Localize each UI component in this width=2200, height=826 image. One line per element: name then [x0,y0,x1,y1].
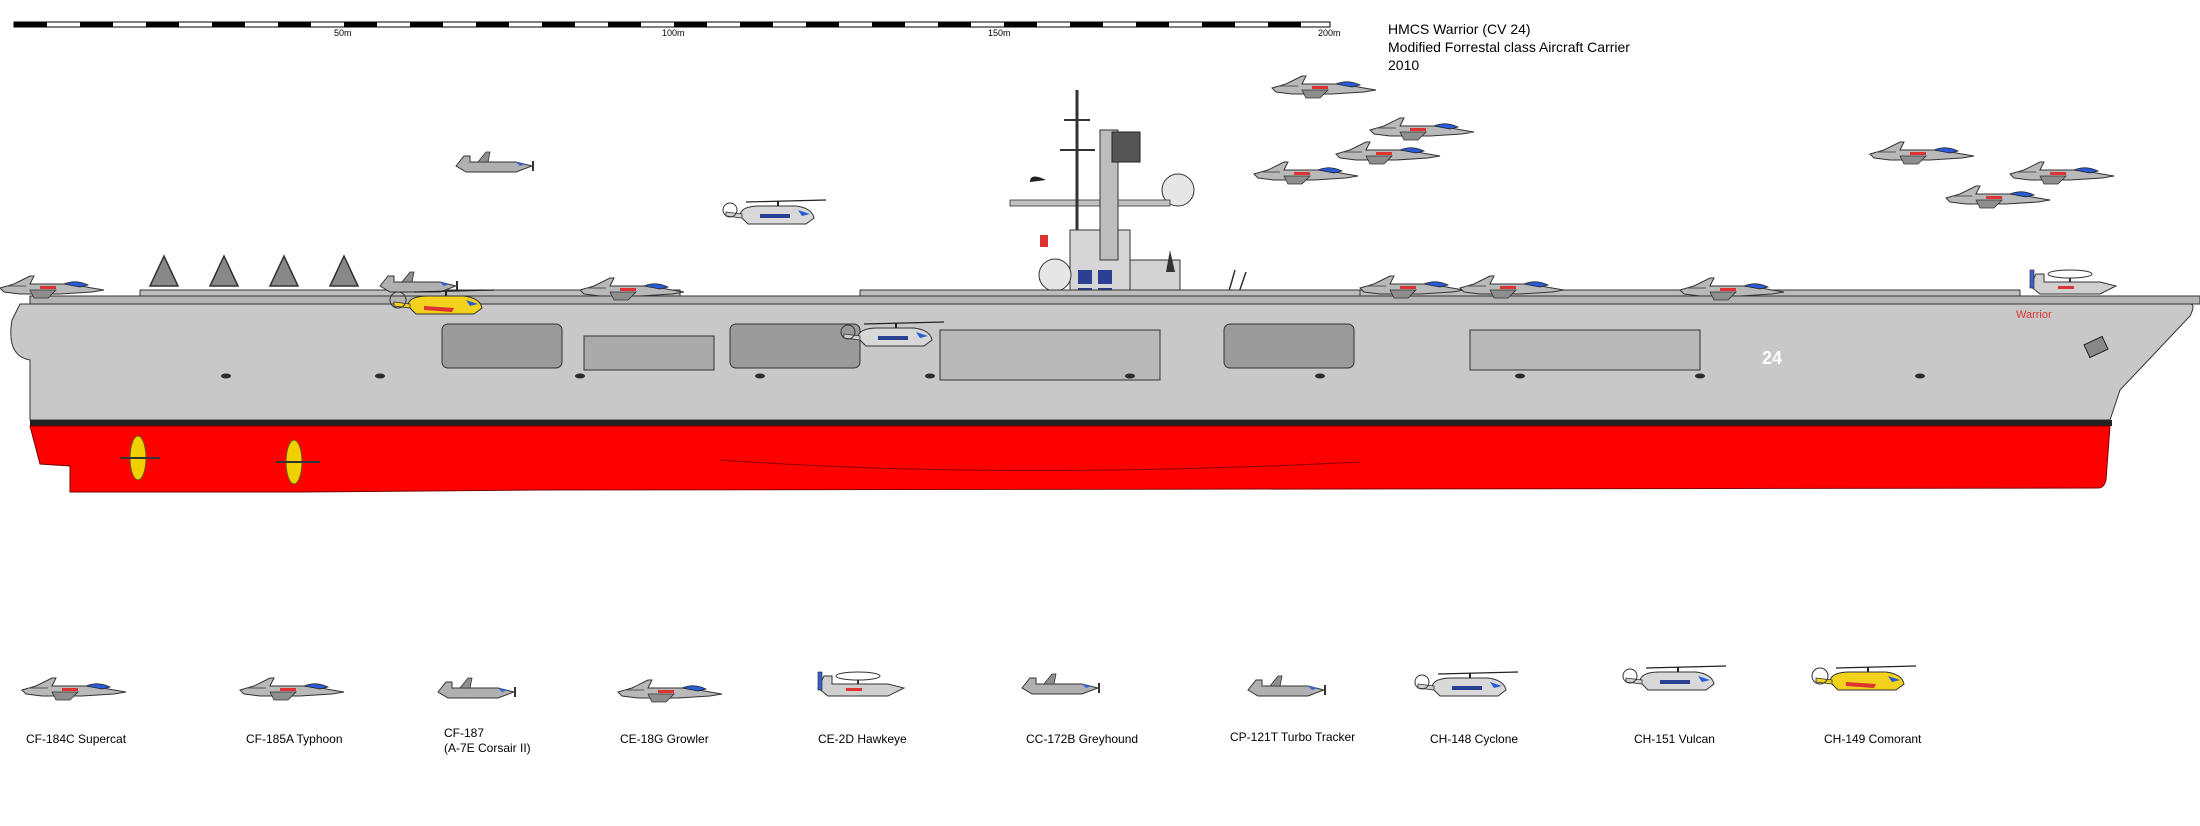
portholes [221,373,1925,379]
title-block: HMCS Warrior (CV 24) Modified Forrestal … [1388,20,1630,74]
scale-label-150m: 150m [988,28,1011,38]
legend-item-ce-2d: CE-2D Hawkeye [818,732,907,746]
bow-ship-name: Warrior [2016,309,2052,321]
hull-lower [29,425,2111,493]
bow-hull-number: 24 [1762,348,1782,368]
hangar-bays [441,323,1701,381]
legend-item-ch-148: CH-148 Cyclone [1430,732,1519,746]
legend-item-ch-149: CH-149 Comorant [1824,732,1922,746]
legend-item-ce-18g: CE-18G Growler [620,732,709,746]
propeller-icon [120,435,320,485]
legend-item-cp-121t: CP-121T Turbo Tracker [1230,730,1356,744]
ship-name: HMCS Warrior (CV 24) [1388,21,1531,37]
carrier-profile: 24 24 Warrior [0,90,2200,493]
scale-label-100m: 100m [662,28,685,38]
boot-topping [30,420,2112,426]
legend-item-cf-187: CF-187(A-7E Corsair II) [444,726,531,755]
legend-silhouettes [21,665,1917,703]
airborne-aircraft [389,75,2115,347]
scale-label-200m: 200m [1318,28,1341,38]
legend-item-cf-184c: CF-184C Supercat [26,732,127,746]
legend-item-cf-185a: CF-185A Typhoon [246,732,343,746]
deck-aircraft [0,254,2117,301]
legend-item-cc-172b: CC-172B Greyhound [1026,732,1139,746]
scale-label-50m: 50m [334,28,352,38]
ship-class: Modified Forrestal class Aircraft Carrie… [1388,39,1630,55]
anchor-icon [2083,335,2109,359]
ship-year: 2010 [1388,57,1420,73]
scale-bar-graphic [13,21,1331,28]
legend-item-ch-151: CH-151 Vulcan [1634,732,1715,746]
